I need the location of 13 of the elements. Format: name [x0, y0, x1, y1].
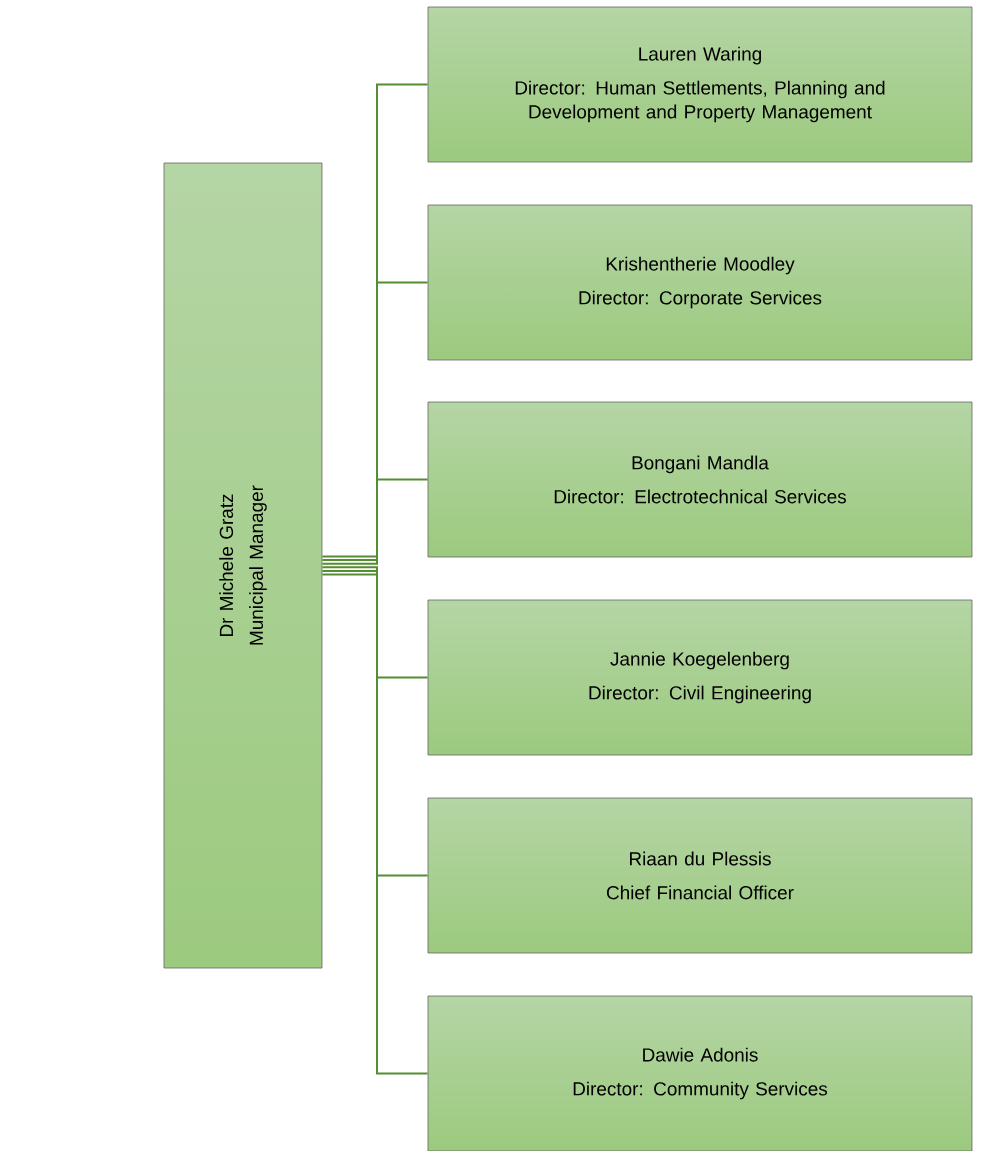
- org-box: Jannie Koegelenberg Director: Civil Engineering: [427, 599, 973, 756]
- org-box: Dawie Adonis Director: Community Services: [427, 995, 973, 1151]
- org-box: Dr Michele Gratz Municipal Manager: [163, 162, 323, 969]
- connector-line: [321, 83, 429, 558]
- connector-line: [321, 478, 429, 565]
- org-box: Lauren Waring Director: Human Settlements, Planning and Development and Property Management: [427, 6, 973, 163]
- org-box: Krishentherie Moodley Director: Corporate Services: [427, 204, 973, 361]
- connector-line: [321, 566, 429, 679]
- connector-line: [321, 573, 429, 1075]
- org-box: Riaan du Plessis Chief Financial Officer: [427, 797, 973, 954]
- connector-line: [321, 569, 429, 877]
- org-box: Bongani Mandla Director: Electrotechnical Services: [427, 401, 973, 558]
- connector-line: [321, 281, 429, 562]
